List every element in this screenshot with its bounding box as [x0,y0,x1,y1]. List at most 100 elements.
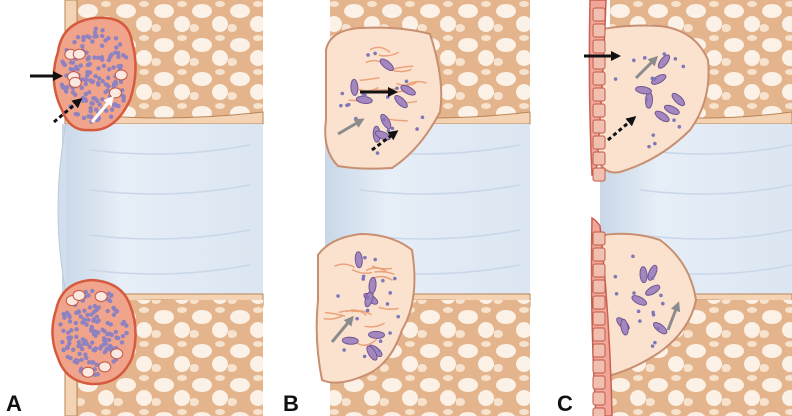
cell-dot [74,327,78,331]
cell-dot [92,34,96,38]
cell-dot [81,337,85,341]
cell-dot [347,103,351,107]
cell-dot [87,35,91,39]
cell-dot [94,107,98,111]
cell-dot [81,35,85,39]
cell-dot [643,56,647,60]
cell-dot [97,76,101,80]
cell-dot [114,330,118,334]
cell-dot [614,77,618,81]
cell-dot [116,55,120,59]
cell-dot [100,34,104,38]
cell-dot [89,328,93,332]
cell-dot [366,309,370,313]
cell-dot [366,296,370,300]
cell-dot [652,313,656,317]
cell-dot [103,38,107,42]
cell-dot [83,97,87,101]
cell-dot [95,320,99,324]
cell-dot [73,93,77,97]
cell-dot [93,96,97,100]
cell-dot [90,289,94,293]
cell-dot [89,312,93,316]
cell-dot [61,329,65,333]
cell-dot [65,355,69,359]
panel-label-a: A [6,393,22,415]
cell-dot [77,309,81,313]
cell-dot [82,317,86,321]
cell-dot [107,338,111,342]
cell-dot [615,292,619,296]
cell-dot [86,318,90,322]
cell-dot [121,334,125,338]
cell-dot [69,328,73,332]
chondrocyte [593,152,605,165]
cell-dot [120,340,124,344]
cell-dot [75,67,79,71]
cell-dot [105,347,109,351]
cell-dot [638,319,642,323]
cell-dot [363,256,367,260]
chondrocyte [593,392,605,405]
cell-dot [377,349,381,353]
cell-dot [83,78,87,82]
chondrocyte [593,104,605,117]
capillary [109,88,121,98]
cell-dot [124,331,128,335]
cell-dot [79,358,83,362]
cell-dot [388,291,392,295]
cell-dot [393,277,397,281]
chondrocyte [593,136,605,149]
chondrocyte [593,248,605,261]
cell-dot [96,56,100,60]
cell-dot [651,133,655,137]
cell-dot [114,45,118,49]
chondrocyte [593,264,605,277]
cell-dot [373,52,377,56]
cell-dot [381,279,385,283]
cell-dot [113,50,117,54]
cell-dot [74,321,78,325]
cell-dot [109,294,113,298]
cell-dot [69,60,73,64]
capillary [111,349,123,359]
cell-dot [614,275,618,279]
cell-dot [124,324,128,328]
cell-dot [74,335,78,339]
cell-dot [88,345,92,349]
cell-dot [87,90,91,94]
cell-dot [339,104,343,108]
cell-dot [85,70,89,74]
cell-dot [96,81,100,85]
panel-c [584,0,792,416]
annulus-bulge [58,124,66,294]
cell-dot [89,109,93,113]
cell-dot [382,118,386,122]
cell-dot [80,44,84,48]
cell-dot [82,309,86,313]
cell-dot [415,127,419,131]
cell-dot [396,315,400,319]
cell-dot [119,64,123,68]
cell-dot [72,40,76,44]
cell-dot [662,52,666,56]
cell-dot [80,347,84,351]
cell-dot [87,360,91,364]
cell-dot [79,315,83,319]
cell-dot [651,276,655,280]
cell-dot [653,341,657,345]
cell-dot [89,114,93,118]
cell-dot [67,313,71,317]
chondrocyte [593,408,605,416]
cell-dot [66,336,70,340]
cell-dot [100,97,104,101]
cell-dot [386,302,390,306]
cell-dot [60,83,64,87]
cell-dot [78,63,82,67]
cell-dot [104,82,108,86]
cell-dot [74,112,78,116]
chondrocyte [593,120,605,133]
cell-dot [95,314,99,318]
cell-dot [386,95,390,99]
